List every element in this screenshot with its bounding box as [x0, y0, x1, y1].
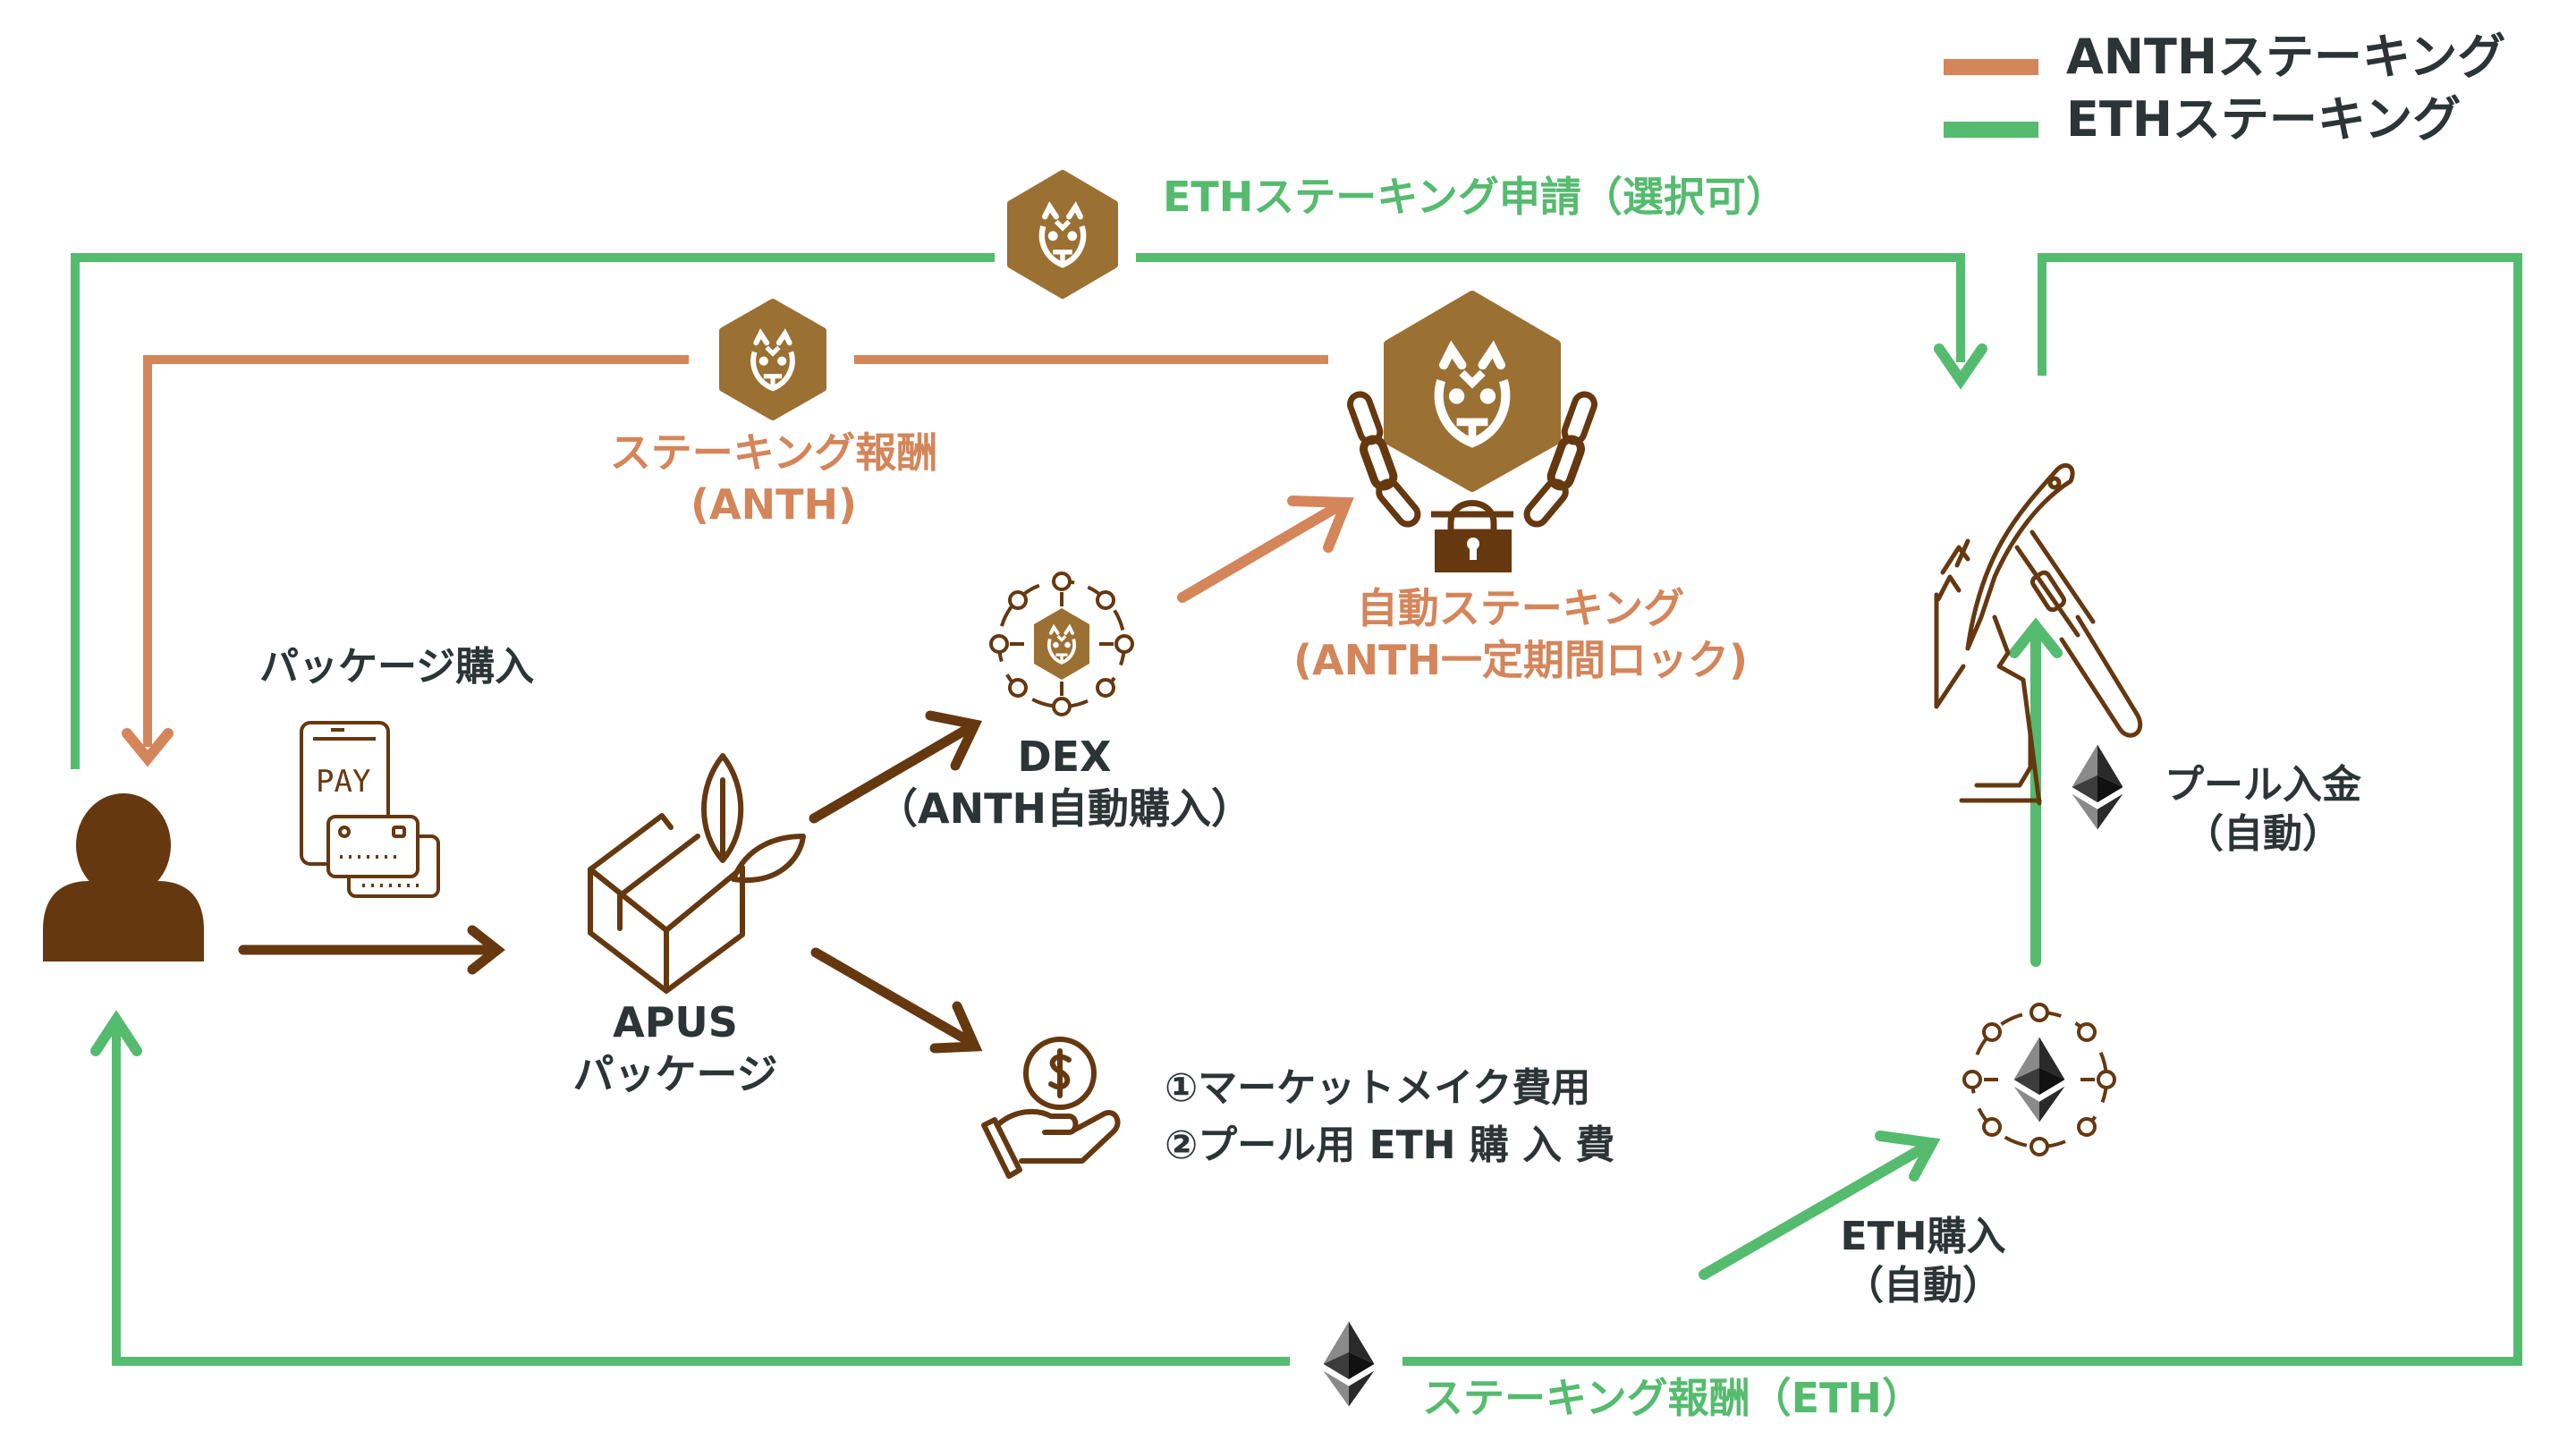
- legend-swatch-anth: [1944, 59, 2038, 75]
- cost-label-line1: ①マーケットメイク費用: [1165, 1065, 1591, 1111]
- hand-coin-icon: [981, 1037, 1121, 1179]
- apus-label-line1: APUS: [613, 998, 738, 1046]
- apus-package-label: APUS パッケージ: [537, 997, 814, 1100]
- auto-stake-arrow: [1177, 496, 1354, 603]
- eth-staking-apply-label: ETHステーキング申請（選択可）: [1163, 173, 1787, 221]
- legend-label-anth: ANTHステーキング: [2066, 29, 2506, 85]
- cost-label: ①マーケットメイク費用 ②プール用 ETH 購 入 費: [1165, 1060, 1614, 1174]
- auto-staking-label-line2: (ANTH一定期間ロック): [1292, 635, 1749, 684]
- eth-apply-arrowhead: [1934, 343, 1987, 390]
- to-dex-arrow: [809, 710, 983, 824]
- ethereum-icon-reward: [1315, 1319, 1377, 1409]
- apus-label-line2: パッケージ: [572, 1049, 778, 1098]
- cost-label-line2: ②プール用 ETH 購 入 費: [1165, 1122, 1615, 1168]
- legend-label-eth: ETHステーキング: [2066, 91, 2462, 148]
- eth-purchase-label: ETH購入 （自動）: [1789, 1212, 2057, 1310]
- anth-reward-label-line1: ステーキング報酬: [609, 428, 938, 477]
- auto-staking-label: 自動ステーキング (ANTH一定期間ロック): [1252, 583, 1789, 686]
- eth-staking-apply-line: [71, 253, 1965, 769]
- purchase-arrow: [238, 925, 505, 975]
- dex-label-line2: （ANTH自動購入）: [877, 784, 1252, 833]
- eth-reward-label: ステーキング報酬（ETH）: [1422, 1374, 1923, 1422]
- pickaxe-mining-icon: [1934, 463, 2142, 806]
- ant-hex-icon-eth-apply: [1007, 170, 1118, 299]
- ant-hex-icon-anth-reward: [719, 299, 826, 420]
- eth-purchase-arrow: [1699, 1131, 1941, 1280]
- network-ant-icon: [989, 572, 1134, 716]
- pool-deposit-label: プール入金 （自動）: [2129, 760, 2397, 859]
- pool-deposit-label-line1: プール入金: [2165, 762, 2361, 808]
- user-icon: [43, 793, 204, 961]
- package-purchase-label: パッケージ購入: [259, 644, 535, 690]
- ethereum-icon-pool: [2072, 744, 2123, 830]
- anth-reward-label: ステーキング報酬 (ANTH): [572, 428, 975, 530]
- anth-reward-label-line2: (ANTH): [690, 479, 858, 529]
- eth-purchase-label-line1: ETH購入: [1840, 1214, 2006, 1259]
- dex-label: DEX （ANTH自動購入）: [859, 732, 1270, 834]
- dex-label-line1: DEX: [1017, 733, 1112, 781]
- eth-purchase-label-line2: （自動）: [1844, 1263, 2002, 1309]
- pay-text: PAY: [316, 764, 370, 800]
- eth-pool-return-line: [112, 253, 2522, 1366]
- auto-staking-label-line1: 自動ステーキング: [1356, 584, 1685, 632]
- anth-reward-line: [143, 355, 1328, 747]
- ant-chain-lock-icon: [1347, 291, 1597, 572]
- anth-reward-arrowhead: [122, 728, 174, 767]
- box-leaf-icon: [588, 753, 806, 994]
- legend-swatch-eth: [1944, 122, 2038, 138]
- eth-reward-arrowhead: [90, 1010, 142, 1056]
- pool-deposit-label-line2: （自動）: [2184, 811, 2342, 857]
- to-cost-arrow: [810, 947, 983, 1054]
- mobile-pay-card-icon: [300, 721, 440, 898]
- network-eth-icon: [1962, 1003, 2116, 1156]
